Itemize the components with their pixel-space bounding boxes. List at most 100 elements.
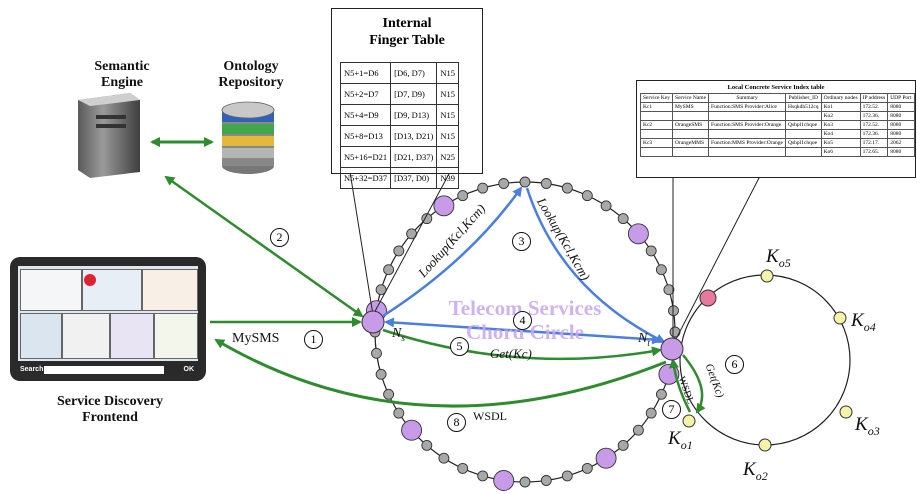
service-index-header: Ordinary nodes — [820, 93, 861, 103]
service-index-cell — [672, 129, 710, 139]
chord-node-peer[interactable] — [595, 447, 617, 469]
chord-node-slot[interactable] — [498, 178, 510, 189]
step-8: 8 — [447, 413, 466, 432]
database-icon — [221, 101, 275, 174]
chord-node-slot[interactable] — [617, 213, 629, 225]
chord-node-slot[interactable] — [561, 470, 573, 482]
search-input[interactable] — [44, 366, 164, 374]
chord-node-slot[interactable] — [600, 200, 612, 212]
chord-node-slot[interactable] — [438, 452, 450, 464]
step-2: 2 — [270, 228, 289, 247]
service-index-cell: 8080 — [887, 120, 915, 130]
chord-node-slot[interactable] — [477, 470, 489, 482]
service-index-cell: Ko5 — [820, 138, 861, 148]
finger-table-row: N5+16=D21[D21, D37)N25 — [339, 146, 459, 168]
node-nt[interactable] — [660, 337, 684, 361]
chord-node-slot[interactable] — [655, 388, 667, 400]
close-badge-icon — [84, 274, 96, 286]
chord-node-slot[interactable] — [519, 476, 531, 488]
finger-table-cell: [D9, D13) — [390, 104, 438, 126]
chord-node-slot[interactable] — [581, 190, 593, 202]
arrow-step4 — [384, 317, 662, 345]
chord-node-slot[interactable] — [393, 407, 405, 419]
service-index-cell: 8080 — [887, 129, 915, 139]
chord-node-slot[interactable] — [421, 213, 433, 225]
chord-node-slot[interactable] — [645, 407, 657, 419]
chord-node-slot[interactable] — [632, 424, 644, 436]
service-index-cell: 8080 — [887, 111, 915, 121]
finger-table-cell: N25 — [436, 146, 459, 168]
node-ko1[interactable] — [682, 414, 696, 428]
service-index-cell: Kc3 — [639, 138, 674, 148]
chord-node-slot[interactable] — [457, 462, 469, 474]
chord-node-slot[interactable] — [375, 368, 387, 380]
node-ns[interactable] — [361, 310, 385, 334]
arrow-step8 — [214, 338, 667, 408]
service-index-cell: 172.65. — [859, 147, 889, 157]
service-index-cell: Qshpl1chqoe — [785, 138, 822, 148]
ko4-label: Ko4 — [851, 310, 876, 334]
service-index-table: Local Concrete Service Index table Servi… — [636, 80, 916, 178]
service-index-header: UDP Port — [887, 93, 915, 103]
node-ko4[interactable] — [833, 311, 847, 325]
msg-wsdl-long: WSDL — [473, 409, 507, 423]
index-callout-right — [672, 175, 761, 346]
chord-node-peer[interactable] — [433, 195, 455, 217]
finger-table-cell: N15 — [436, 83, 459, 105]
chord-node-slot[interactable] — [457, 190, 469, 202]
service-index-cell: Kc2 — [639, 120, 674, 130]
chord-node-slot[interactable] — [581, 462, 593, 474]
chord-node-slot[interactable] — [669, 326, 681, 338]
finger-table-row: N5+8=D13[D13, D21)N15 — [339, 125, 459, 147]
chord-node-slot[interactable] — [477, 182, 489, 194]
service-index-cell: 172.36. — [859, 129, 889, 139]
chord-node-slot[interactable] — [421, 439, 433, 451]
chord-node-slot[interactable] — [617, 439, 629, 451]
chord-node-slot[interactable] — [371, 347, 382, 359]
chord-node-slot[interactable] — [383, 264, 395, 276]
node-ko2[interactable] — [758, 438, 772, 452]
ok-button[interactable]: OK — [183, 366, 195, 373]
msg-get-kc: Get(Kc) — [490, 346, 532, 361]
chord-node-slot[interactable] — [540, 178, 552, 189]
chord-node-slot[interactable] — [561, 182, 573, 194]
chord-node-slot[interactable] — [383, 388, 395, 400]
node-ko3[interactable] — [839, 405, 853, 419]
service-index-cell: OrangeSMS — [672, 120, 710, 130]
service-index-cell: MySMS — [672, 102, 710, 112]
chord-node-peer[interactable] — [627, 223, 649, 245]
finger-table-cell: [D37, D0) — [390, 167, 438, 189]
finger-table-cell: N5+16=D21 — [339, 146, 392, 168]
service-index-cell: Ko3 — [820, 120, 861, 130]
msg-mysms: MySMS — [232, 331, 280, 346]
service-index-cell: Ko1 — [820, 102, 861, 112]
service-index-cell — [708, 147, 786, 157]
tablet-frontend[interactable]: Search: OK — [10, 257, 206, 381]
nt-label: Nt — [638, 331, 650, 348]
service-index-header: Service Name — [672, 93, 710, 103]
ko2-label: Ko2 — [743, 459, 768, 483]
chord-node-peer[interactable] — [401, 419, 423, 441]
chord-node-slot[interactable] — [655, 264, 667, 276]
node-ko5[interactable] — [760, 269, 774, 283]
service-index-cell: Ko4 — [820, 129, 861, 139]
chord-node-slot[interactable] — [393, 245, 405, 257]
chord-node-slot[interactable] — [519, 176, 531, 188]
finger-table-row: N5+1=D6[D6, D7)N15 — [339, 62, 459, 84]
finger-table-cell: [D7, D9) — [390, 83, 438, 105]
node-pink[interactable] — [699, 289, 717, 307]
chord-node-peer[interactable] — [493, 470, 515, 491]
finger-table-cell: N15 — [436, 62, 459, 84]
finger-table: Internal Finger Table N5+1=D6[D6, D7)N15… — [331, 8, 483, 189]
chord-node-slot[interactable] — [645, 245, 657, 257]
arrow-step6 — [682, 354, 706, 414]
chord-node-slot[interactable] — [663, 284, 675, 296]
service-index-cell — [785, 129, 822, 139]
chord-node-slot[interactable] — [540, 475, 552, 486]
server-icon — [78, 93, 140, 178]
semantic-engine-label: Semantic Engine — [94, 59, 150, 90]
